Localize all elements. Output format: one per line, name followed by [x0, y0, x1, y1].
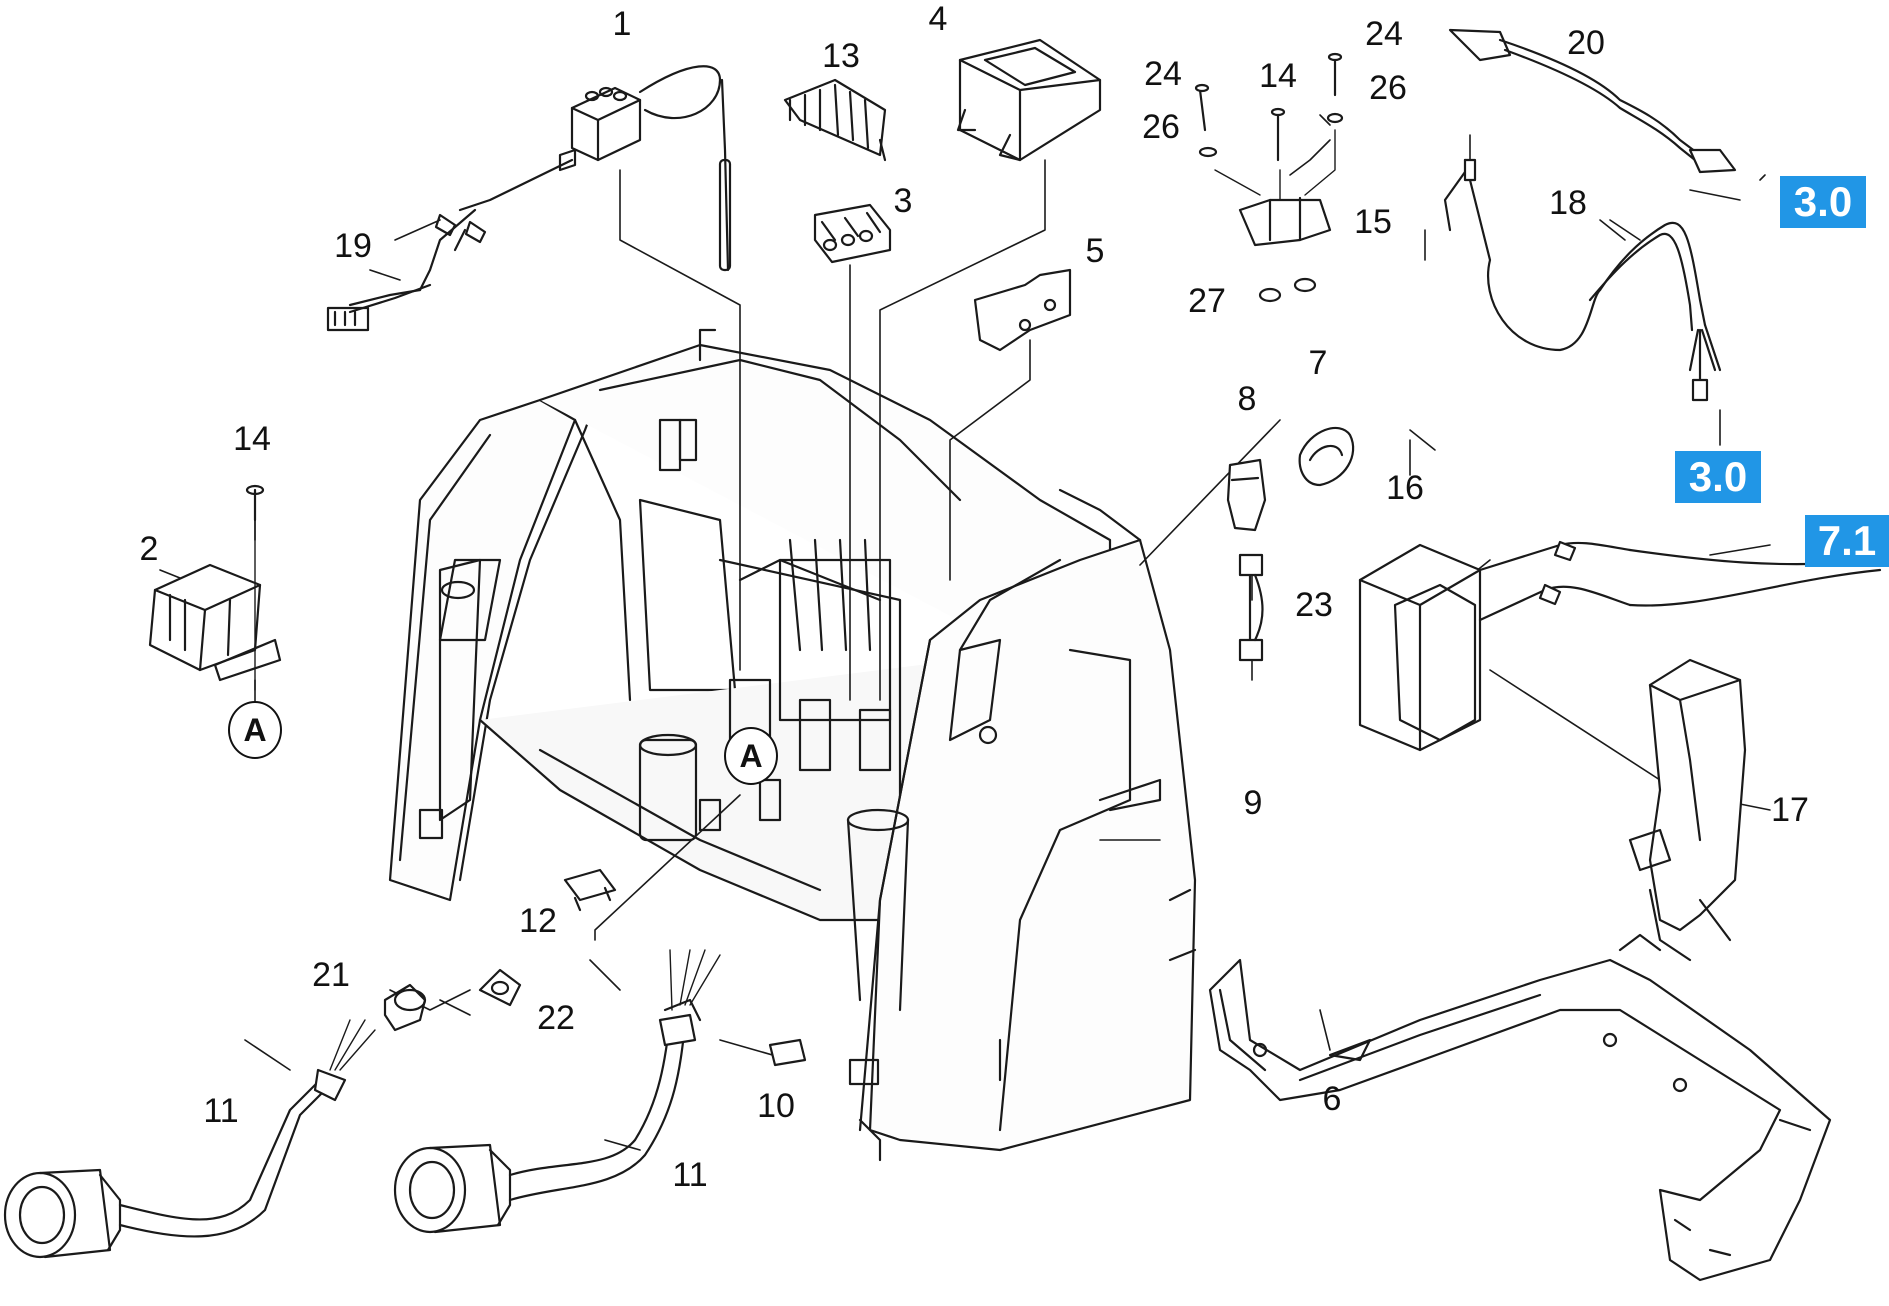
part-17-bracket [1628, 658, 1747, 962]
label-part-1: 1 [612, 5, 632, 43]
label-part-21: 21 [312, 956, 350, 994]
part-19-harness [326, 158, 574, 332]
part-12-clip [563, 868, 617, 912]
label-part-8: 8 [1237, 380, 1257, 418]
part-18-cable [1443, 158, 1722, 402]
part-1-thermostat [558, 65, 732, 272]
label-part-13: 13 [822, 37, 860, 75]
part-4-block [956, 38, 1102, 162]
label-part-4: 4 [928, 0, 948, 38]
part-11-plug-right [393, 949, 721, 1234]
part-11-plug-left [3, 1019, 376, 1259]
label-part-9: 9 [1243, 784, 1263, 822]
label-part-18: 18 [1549, 184, 1587, 222]
label-part-24-left: 24 [1144, 55, 1182, 93]
fasteners-group [1194, 52, 1344, 303]
label-part-14-top: 14 [1259, 57, 1297, 95]
part-5-plate [973, 268, 1072, 352]
label-part-2: 2 [139, 530, 159, 568]
label-part-24-right: 24 [1365, 15, 1403, 53]
label-part-10: 10 [757, 1087, 795, 1125]
part-13-terminal [783, 78, 887, 162]
leader-lines [159, 114, 1771, 1151]
part-6-handle [1208, 933, 1832, 1282]
label-part-20: 20 [1567, 24, 1605, 62]
label-part-5: 5 [1085, 232, 1105, 270]
label-part-12: 12 [519, 902, 557, 940]
label-part-26-right: 26 [1369, 69, 1407, 107]
parts-8-7-23 [1226, 426, 1355, 662]
ref-badge-3-0-middle[interactable]: 3.0 [1675, 451, 1761, 503]
part-2-switch [148, 484, 282, 691]
parts-21-22 [383, 968, 522, 1032]
part-3-connector [813, 203, 892, 701]
label-part-27: 27 [1188, 282, 1226, 320]
label-part-23: 23 [1295, 586, 1333, 624]
label-part-26-left: 26 [1142, 108, 1180, 146]
part-10-part [768, 1038, 807, 1067]
label-part-17: 17 [1771, 791, 1809, 829]
label-part-11-right: 11 [672, 1156, 708, 1194]
housing-part-9 [388, 328, 1197, 1162]
detail-marker-a-center: A [724, 727, 778, 785]
ref-badge-7-1[interactable]: 7.1 [1805, 515, 1889, 567]
detail-marker-a-left: A [228, 701, 282, 759]
label-part-6: 6 [1322, 1080, 1342, 1118]
label-part-15: 15 [1354, 203, 1392, 241]
label-part-22: 22 [537, 999, 575, 1037]
label-part-16: 16 [1386, 469, 1424, 507]
part-20-cable [1448, 28, 1737, 174]
label-part-14-left: 14 [233, 420, 271, 458]
part-16-transformer [1358, 540, 1882, 752]
label-part-11-left: 11 [203, 1092, 239, 1130]
ref-badge-3-0-top[interactable]: 3.0 [1780, 176, 1866, 228]
label-part-19: 19 [334, 227, 372, 265]
label-part-7: 7 [1308, 344, 1328, 382]
label-part-3: 3 [893, 182, 913, 220]
